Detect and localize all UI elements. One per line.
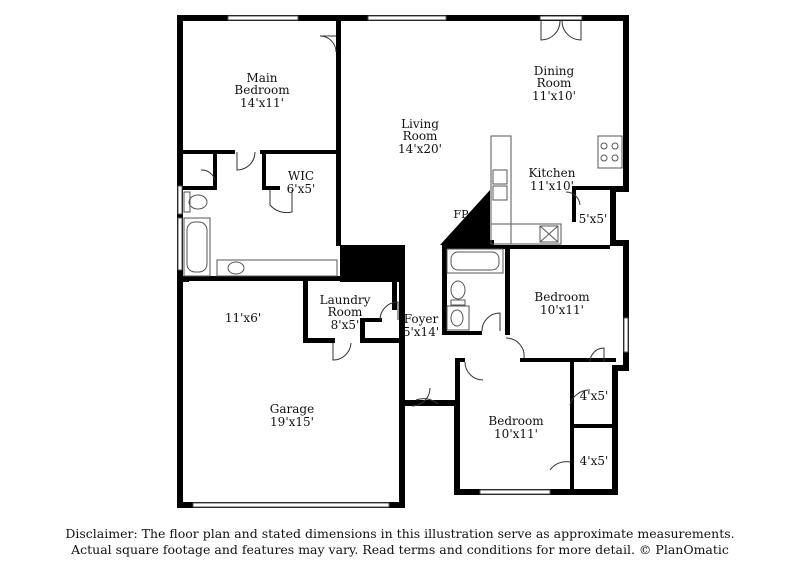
- disclaimer: Disclaimer: The floor plan and stated di…: [0, 526, 800, 558]
- fixtures: [183, 135, 623, 331]
- foyer-dims: 5'x14': [403, 325, 439, 339]
- dining-room-name-2: Room: [537, 76, 572, 90]
- bedroom-upper-name: Bedroom: [534, 290, 590, 304]
- garage-dims: 19'x15': [270, 415, 314, 429]
- bedroom-lower-dims: 10'x11': [494, 427, 538, 441]
- dining-room-dims: 11'x10': [532, 89, 576, 103]
- french-door: [539, 15, 583, 41]
- living-room-name: Living: [401, 117, 439, 131]
- laundry-room-name: Laundry: [320, 293, 371, 307]
- dining-room-name: Dining: [534, 64, 575, 78]
- kitchen-name: Kitchen: [529, 166, 576, 180]
- disclaimer-line-1: Disclaimer: The floor plan and stated di…: [65, 526, 735, 541]
- garage-name: Garage: [270, 402, 314, 416]
- wic-dims: 6'x5': [287, 182, 316, 196]
- garage-nook-dims: 11'x6': [225, 311, 261, 325]
- kitchen-dims: 11'x10': [530, 179, 574, 193]
- bedroom-upper-dims: 10'x11': [540, 303, 584, 317]
- laundry-room-name-2: Room: [328, 305, 363, 319]
- floor-plan: Main Bedroom 14'x11' Living Room 14'x20'…: [177, 15, 629, 508]
- living-room-name-2: Room: [403, 129, 438, 143]
- foyer-name: Foyer: [404, 312, 439, 326]
- disclaimer-line-2: Actual square footage and features may v…: [71, 542, 729, 557]
- main-bedroom-name: Main: [246, 71, 277, 85]
- wic-name: WIC: [288, 169, 314, 183]
- room-labels: Main Bedroom 14'x11' Living Room 14'x20'…: [225, 64, 608, 468]
- windows: [177, 15, 629, 508]
- pantry-dims: 5'x5': [579, 212, 608, 226]
- closet-upper-dims: 4'x5': [580, 389, 609, 403]
- living-room-dims: 14'x20': [398, 142, 442, 156]
- closet-lower-dims: 4'x5': [580, 454, 609, 468]
- main-bedroom-dims: 14'x11': [240, 96, 284, 110]
- fireplace-label: FP: [453, 208, 469, 221]
- bedroom-lower-name: Bedroom: [488, 414, 544, 428]
- laundry-room-dims: 8'x5': [331, 318, 360, 332]
- interior-walls: [183, 21, 616, 492]
- door-swings: [200, 35, 605, 471]
- main-bedroom-name-2: Bedroom: [234, 83, 290, 97]
